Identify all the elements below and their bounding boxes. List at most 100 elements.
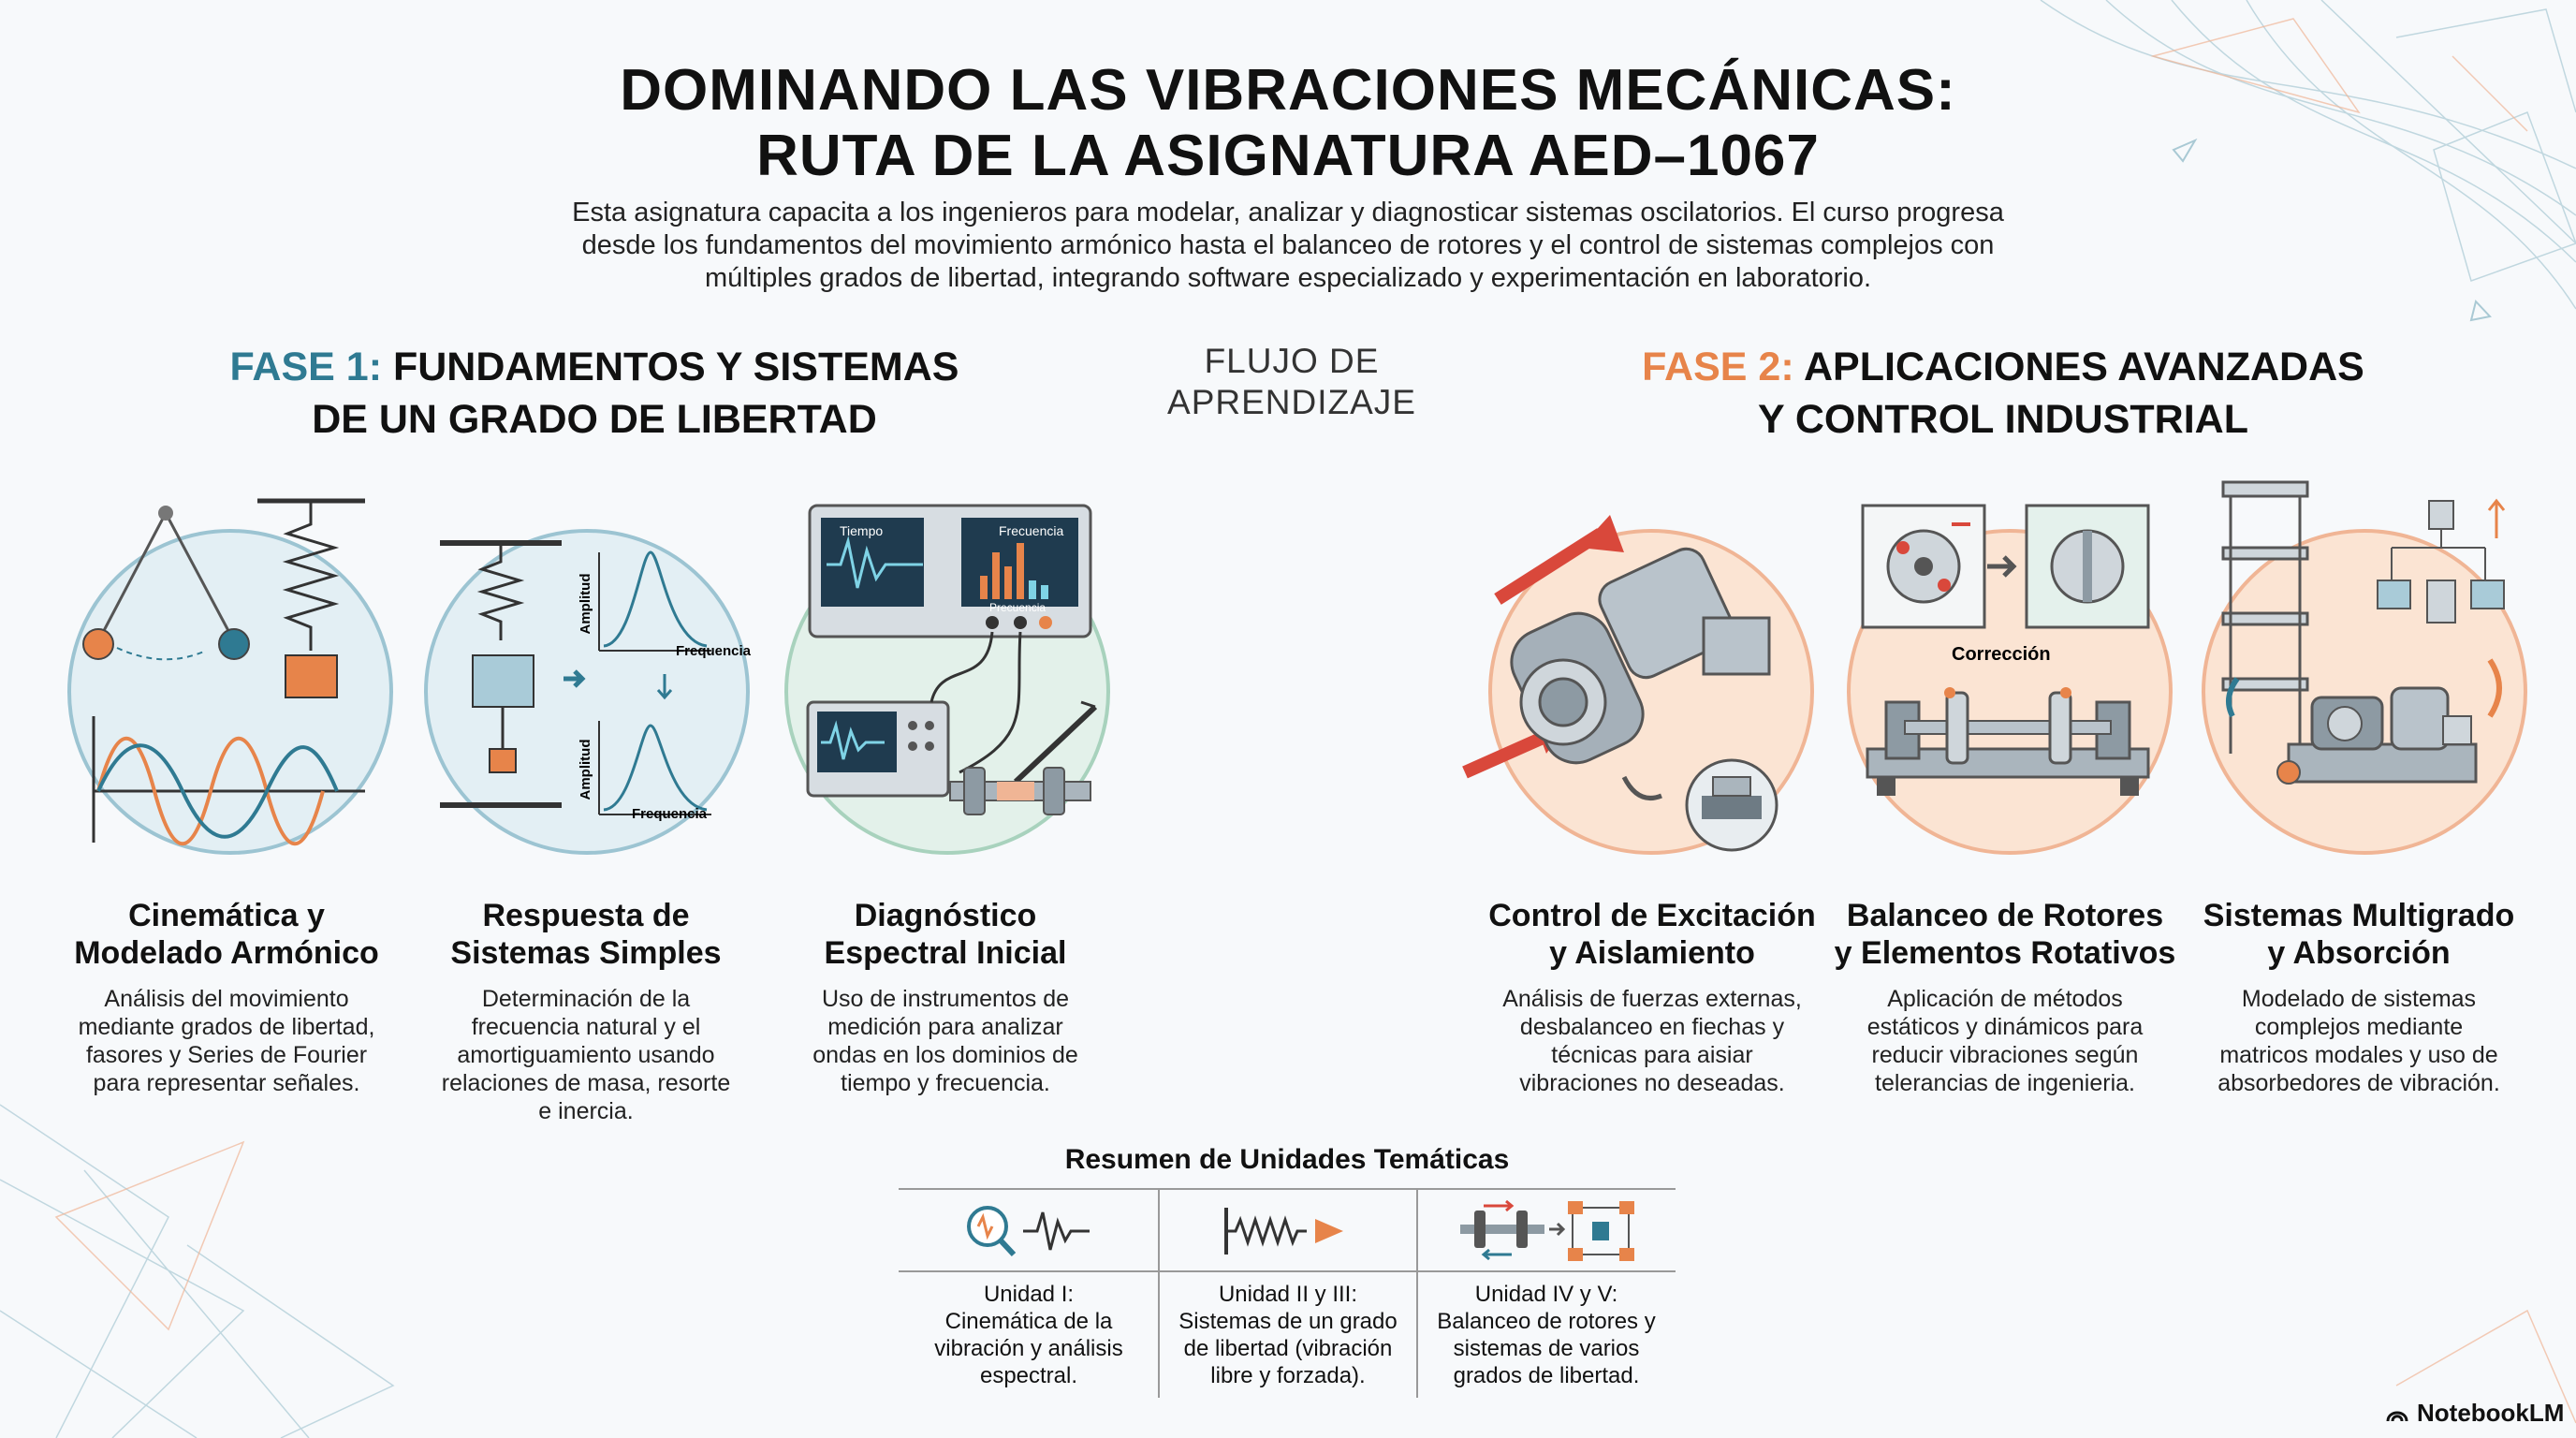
notebooklm-brand: NotebookLM (2385, 1399, 2564, 1428)
card-desc-line: frecuencia natural y el (471, 1014, 701, 1040)
card-title-line: y Elementos Rotativos (1834, 935, 2176, 971)
card-desc-line: amortiguamiento usando (457, 1042, 715, 1068)
frequency-label: Frecuencia (999, 523, 1063, 538)
card-desc-line: Modelado de sistemas (2241, 986, 2477, 1012)
card-desc-line: mediante grados de libertad, (78, 1014, 375, 1040)
card-spectral-diagnosis: Diagnóstico Espectral Inicial Uso de ins… (768, 897, 1123, 1097)
card-title: Balanceo de Rotores y Elementos Rotativo… (1818, 897, 2192, 972)
notebooklm-logo-icon (2386, 1411, 2408, 1421)
title-line-2: RUTA DE LA ASIGNATURA AED–1067 (756, 124, 1820, 188)
brand-name: NotebookLM (2417, 1399, 2565, 1427)
summary-unit-2: Unidad II y III: Sistemas de un grado de… (1159, 1281, 1417, 1389)
unit-line: Unidad I: (983, 1282, 1075, 1307)
card-desc-line: relaciones de masa, resorte (441, 1070, 731, 1096)
card-desc-line: tiempo y frecuencia. (841, 1070, 1050, 1096)
card-title-line: Diagnóstico (854, 898, 1037, 933)
phase-2-tag: FASE 2: (1642, 345, 1794, 389)
flow-line-1: FLUJO DE (1204, 342, 1380, 380)
card-description: Análisis de fuerzas externas, desbalance… (1465, 985, 1839, 1097)
page-title: DOMINANDO LAS VIBRACIONES MECÁNICAS: RUT… (0, 58, 2576, 189)
phase-2-heading: FASE 2: APLICACIONES AVANZADAS Y CONTROL… (1591, 341, 2415, 446)
frequency-label: Frequencia (676, 643, 752, 659)
intro-line: múltiples grados de libertad, integrando… (704, 263, 1872, 293)
card-desc-line: telerancias de ingenieria. (1875, 1070, 2135, 1096)
card-desc-line: Análisis del movimiento (104, 986, 349, 1012)
card-title: Diagnóstico Espectral Inicial (768, 897, 1123, 972)
card-title-line: Balanceo de Rotores (1846, 898, 2164, 933)
amplitude-label: Amplitud (578, 574, 593, 635)
card-description: Análisis del movimiento mediante grados … (49, 985, 404, 1097)
amplitude-label: Amplitud (578, 740, 593, 800)
card-description: Uso de instrumentos de medición para ana… (768, 985, 1123, 1097)
card-title-line: Respuesta de (482, 898, 690, 933)
magnifier-wave-icon (967, 1206, 1090, 1257)
unit-line: libre y forzada). (1210, 1363, 1366, 1388)
frequency-label-2: Precuencia (989, 601, 1046, 614)
learning-flow-label: FLUJO DE APRENDIZAJE (1105, 341, 1479, 423)
spring-arrow-icon (1224, 1208, 1343, 1255)
phase-1-tag: FASE 1: (229, 345, 383, 389)
phase-2-title-line-2: Y CONTROL INDUSTRIAL (1758, 397, 2248, 442)
card-description: Modelado de sistemas complejos mediante … (2172, 985, 2546, 1097)
card-rotor-balancing: Balanceo de Rotores y Elementos Rotativo… (1818, 897, 2192, 1097)
summary-unit-1: Unidad I: Cinemática de la vibración y a… (899, 1281, 1159, 1389)
card-title-line: Espectral Inicial (824, 935, 1067, 971)
multi-dof-system-icon (2221, 480, 2506, 785)
card-multidof-systems: Sistemas Multigrado y Absorción Modelado… (2172, 897, 2546, 1097)
card-desc-line: Uso de instrumentos de (821, 986, 1070, 1012)
summary-title: Resumen de Unidades Temáticas (1064, 1144, 1510, 1175)
card-desc-line: técnicas para aisiar (1551, 1042, 1753, 1068)
card-title-line: Modelado Armónico (74, 935, 379, 971)
unit-line: Sistemas de un grado (1178, 1309, 1398, 1334)
summary-table-grid (899, 1188, 1676, 1398)
time-label: Tiempo (840, 523, 883, 538)
card-description: Aplicación de métodos estáticos y dinámi… (1818, 985, 2192, 1097)
phase-1-title-line-2: DE UN GRADO DE LIBERTAD (312, 397, 877, 442)
card-title: Sistemas Multigrado y Absorción (2172, 897, 2546, 972)
phase-1-title-line-1: FUNDAMENTOS Y SISTEMAS (382, 345, 959, 389)
intro-line: Esta asignatura capacita a los ingeniero… (572, 198, 2004, 227)
intro-line: desde los fundamentos del movimiento arm… (581, 230, 1995, 260)
card-desc-line: e inercia. (538, 1098, 634, 1124)
spring-mass-response-icon: Amplitud Frequencia Amplitud Frequencia (440, 540, 752, 822)
card-title-line: y Aislamiento (1549, 935, 1755, 971)
card-excitation-control: Control de Excitación y Aislamiento Anál… (1465, 897, 1839, 1097)
card-desc-line: reducir vibraciones según (1871, 1042, 2139, 1068)
card-desc-line: estáticos y dinámicos para (1866, 1014, 2144, 1040)
unit-line: de libertad (vibración (1183, 1336, 1393, 1361)
card-desc-line: fasores y Series de Fourier (85, 1042, 368, 1068)
card-desc-line: ondas en los dominios de (812, 1042, 1078, 1068)
phase-2-title-line-1: APLICACIONES AVANZADAS (1793, 345, 2364, 389)
unit-line: vibración y análisis (934, 1336, 1123, 1361)
illustration-circle-1 (67, 529, 393, 855)
oscilloscope-analyzer-icon: Tiempo Frecuencia Precuencia (806, 504, 1098, 815)
card-title: Respuesta de Sistemas Simples (408, 897, 764, 972)
card-title-line: Control de Excitación (1488, 898, 1816, 933)
rotor-network-icon (1460, 1199, 1634, 1261)
card-description: Determinación de la frecuencia natural y… (408, 985, 764, 1125)
unit-line: Cinemática de la (944, 1309, 1113, 1334)
card-title: Control de Excitación y Aislamiento (1465, 897, 1839, 972)
unit-line: Unidad II y III: (1218, 1282, 1358, 1307)
card-desc-line: desbalanceo en fiechas y (1519, 1014, 1785, 1040)
summary-unit-3: Unidad IV y V: Balanceo de rotores y sis… (1417, 1281, 1676, 1389)
card-desc-line: absorbedores de vibración. (2217, 1070, 2500, 1096)
title-line-1: DOMINANDO LAS VIBRACIONES MECÁNICAS: (620, 58, 1956, 123)
intro-paragraph: Esta asignatura capacita a los ingeniero… (558, 197, 2018, 295)
illustration-circle-6 (2202, 529, 2527, 855)
card-desc-line: medición para analizar (827, 1014, 1063, 1040)
phase-1-heading: FASE 1: FUNDAMENTOS Y SISTEMAS DE UN GRA… (187, 341, 1002, 446)
correction-label: Corrección (1952, 644, 2051, 665)
card-desc-line: Determinación de la (481, 986, 691, 1012)
pendulum-spring-wave-icon (82, 498, 365, 846)
unit-line: grados de libertad. (1453, 1363, 1640, 1388)
card-desc-line: Aplicación de métodos (1887, 986, 2123, 1012)
flow-line-2: APRENDIZAJE (1167, 383, 1416, 421)
card-desc-line: complejos mediante (2254, 1014, 2464, 1040)
unit-line: espectral. (979, 1363, 1078, 1388)
shaft-isolator-icon (1462, 515, 1778, 852)
card-title-line: Sistemas Simples (450, 935, 722, 971)
unit-line: sistemas de varios (1453, 1336, 1640, 1361)
rotor-balancing-icon: Corrección (1861, 504, 2150, 796)
